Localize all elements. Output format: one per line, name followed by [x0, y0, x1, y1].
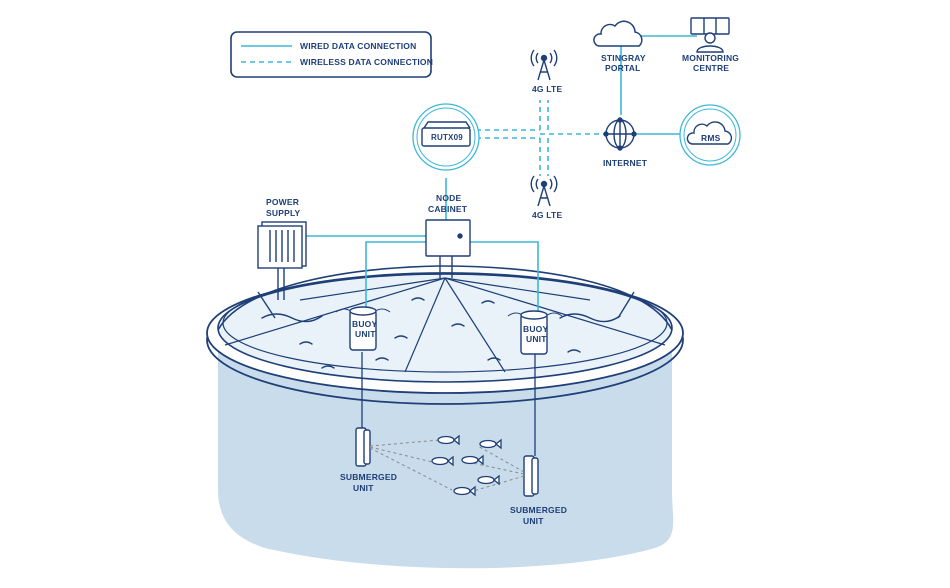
sub-left-label-1: SUBMERGED: [340, 472, 397, 482]
power-supply-icon: [257, 221, 307, 300]
cell-tower-icon: [530, 175, 558, 207]
rms-node: RMS: [679, 104, 741, 166]
submerged-sensor-icon: [523, 455, 539, 497]
submerged-sensor-icon: [355, 427, 371, 467]
legend-wireless-label: WIRELESS DATA CONNECTION: [300, 57, 433, 67]
sub-right-label-1: SUBMERGED: [510, 505, 567, 515]
stingray-label-1: STINGRAY: [601, 53, 646, 63]
power-label-1: POWER: [266, 197, 299, 207]
rms-cloud-icon: [686, 121, 733, 145]
node-label-1: NODE: [436, 193, 461, 203]
router-node: RUTX09: [412, 103, 480, 171]
router-icon: [421, 121, 471, 147]
node-label-2: CABINET: [428, 204, 468, 214]
buoy-right-label-2: UNIT: [526, 334, 547, 344]
sensor-beams: [369, 439, 525, 493]
monitor-operator-icon: [690, 17, 730, 53]
buoy-icon: [335, 306, 391, 351]
sub-right-label-2: UNIT: [523, 516, 544, 526]
globe-icon: [603, 117, 637, 151]
monitoring-label-1: MONITORING: [682, 53, 739, 63]
stingray-label-2: PORTAL: [605, 63, 641, 73]
lte-top-label: 4G LTE: [532, 84, 562, 94]
cell-tower-icon: [530, 49, 558, 81]
monitoring-label-2: CENTRE: [693, 63, 729, 73]
sub-left-label-2: UNIT: [353, 483, 374, 493]
internet-label: INTERNET: [603, 158, 648, 168]
fish-icon: [437, 434, 460, 446]
fish-icon: [461, 454, 484, 466]
cloud-icon: [593, 20, 643, 47]
node-cabinet-icon: [425, 219, 471, 278]
fish-icon: [431, 455, 454, 467]
router-label: RUTX09: [431, 133, 463, 142]
fish-icon: [479, 438, 502, 450]
fish-icon: [453, 485, 476, 497]
fish-tank: [206, 265, 684, 569]
lte-bottom-label: 4G LTE: [532, 210, 562, 220]
legend-wired-label: WIRED DATA CONNECTION: [300, 41, 416, 51]
buoy-left-label-2: UNIT: [355, 329, 376, 339]
fish-icon: [477, 474, 500, 486]
power-label-2: SUPPLY: [266, 208, 301, 218]
buoy-right-label-1: BUOY: [523, 324, 548, 334]
buoy-left-label-1: BUOY: [352, 319, 377, 329]
legend: WIRED DATA CONNECTION WIRELESS DATA CONN…: [230, 31, 433, 78]
tank-surface: [217, 273, 673, 383]
buoy-icon: [507, 310, 563, 355]
rms-label: RMS: [701, 133, 721, 143]
wireless-connections: [476, 100, 605, 176]
fish-school: [431, 434, 502, 497]
